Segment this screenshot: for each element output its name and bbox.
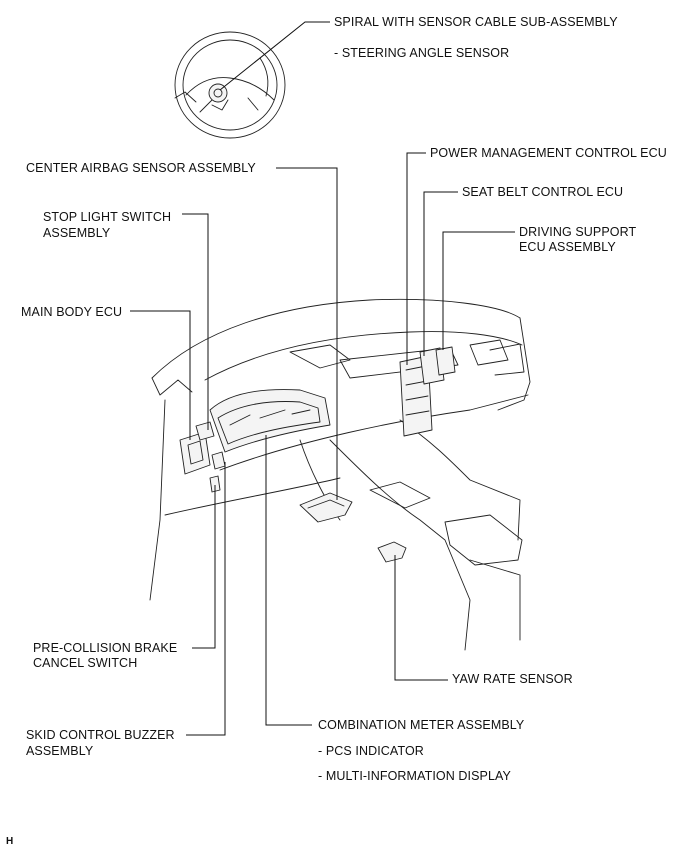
leader-pre-collision bbox=[192, 485, 216, 649]
label-center-airbag: CENTER AIRBAG SENSOR ASSEMBLY bbox=[26, 161, 256, 175]
label-skid-buzzer-2: ASSEMBLY bbox=[26, 744, 94, 758]
label-pre-collision-1: PRE-COLLISION BRAKE bbox=[33, 641, 178, 655]
leader-stop-light bbox=[182, 213, 209, 430]
label-yaw-rate-sensor: YAW RATE SENSOR bbox=[452, 672, 573, 686]
dashboard-illustration bbox=[149, 298, 531, 651]
figure-id-footer: H bbox=[6, 836, 14, 847]
label-driving-support-1: DRIVING SUPPORT bbox=[519, 225, 637, 239]
label-spiral-cable: SPIRAL WITH SENSOR CABLE SUB-ASSEMBLY bbox=[334, 15, 618, 29]
leader-center-airbag bbox=[276, 167, 338, 500]
leader-main-body-ecu bbox=[130, 310, 191, 440]
label-main-body-ecu: MAIN BODY ECU bbox=[21, 305, 123, 319]
leader-spiral-cable bbox=[219, 21, 330, 91]
label-steering-angle-sensor: - STEERING ANGLE SENSOR bbox=[334, 46, 510, 60]
label-multi-info-display: - MULTI-INFORMATION DISPLAY bbox=[318, 769, 511, 783]
leader-driving-support bbox=[442, 231, 515, 350]
label-skid-buzzer-1: SKID CONTROL BUZZER bbox=[26, 728, 175, 742]
leader-seat-belt bbox=[423, 191, 458, 356]
leader-lines bbox=[130, 21, 515, 736]
leader-combo-meter bbox=[265, 435, 312, 726]
label-pcs-indicator: - PCS INDICATOR bbox=[318, 744, 424, 758]
label-power-mgmt-ecu: POWER MANAGEMENT CONTROL ECU bbox=[430, 146, 667, 160]
label-pre-collision-2: CANCEL SWITCH bbox=[33, 656, 138, 670]
steering-wheel-illustration bbox=[174, 31, 286, 139]
leader-yaw-rate bbox=[394, 555, 448, 681]
label-combination-meter: COMBINATION METER ASSEMBLY bbox=[318, 718, 525, 732]
label-stop-light-2: ASSEMBLY bbox=[43, 226, 111, 240]
label-driving-support-2: ECU ASSEMBLY bbox=[519, 240, 616, 254]
leader-skid-buzzer bbox=[186, 462, 226, 736]
label-stop-light-1: STOP LIGHT SWITCH bbox=[43, 210, 172, 224]
label-seat-belt-ecu: SEAT BELT CONTROL ECU bbox=[462, 185, 624, 199]
leader-power-mgmt bbox=[406, 152, 426, 365]
